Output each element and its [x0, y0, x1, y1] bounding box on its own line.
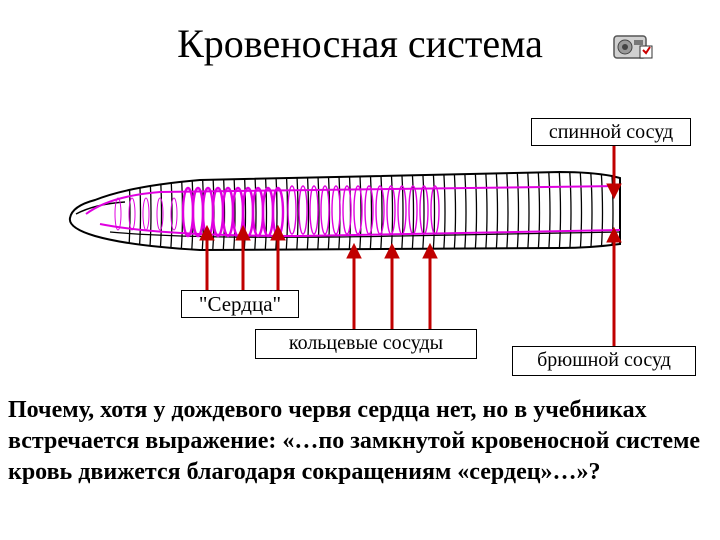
body-segment	[452, 172, 457, 250]
body-segment	[421, 172, 425, 250]
ring-vessel	[386, 185, 396, 235]
arrow-heart-2	[235, 224, 251, 292]
ring-vessel	[342, 185, 352, 235]
body-segment	[295, 172, 299, 250]
body-segment	[305, 172, 310, 250]
anterior-vessel	[128, 197, 136, 231]
body-segment	[526, 172, 530, 250]
body-segment	[127, 172, 131, 250]
body-segment	[368, 172, 373, 250]
body-segment	[589, 172, 593, 250]
worm-body	[68, 170, 621, 252]
body-segment	[442, 172, 446, 250]
ring-vessel	[397, 185, 407, 235]
body-segment	[358, 172, 362, 250]
body-segment	[484, 172, 488, 250]
ring-vessel	[331, 185, 341, 235]
label-ring-vessels: кольцевые сосуды	[255, 329, 477, 359]
body-segment	[494, 172, 499, 250]
ring-vessel	[408, 185, 418, 235]
body-segment	[263, 172, 268, 250]
body-segment	[578, 172, 583, 250]
ring-vessel	[419, 185, 429, 235]
body-segment	[463, 172, 467, 250]
ring-vessel	[375, 185, 385, 235]
body-segment	[379, 172, 383, 250]
body-segment	[400, 172, 404, 250]
arrow-ring-2	[384, 242, 400, 330]
ring-vessel	[287, 185, 297, 235]
body-segment	[505, 172, 509, 250]
body-segment	[557, 172, 562, 250]
body-segment	[316, 172, 320, 250]
ring-vessel	[298, 185, 308, 235]
worm-segments	[127, 172, 614, 250]
dorsal-vessel	[85, 185, 621, 215]
page-title: Кровеносная система	[177, 21, 543, 66]
speaker-icon[interactable]	[612, 30, 656, 62]
body-segment	[158, 172, 163, 250]
body-segment	[137, 172, 142, 250]
body-segment	[568, 172, 572, 250]
label-dorsal-vessel: спинной сосуд	[531, 118, 691, 146]
body-segment	[547, 172, 551, 250]
arrows	[199, 146, 622, 346]
body-segment	[274, 172, 278, 250]
body-segment	[473, 172, 478, 250]
label-hearts: "Сердца"	[181, 290, 299, 318]
body-segment	[253, 172, 257, 250]
ring-vessel	[430, 185, 440, 235]
ring-vessel	[364, 185, 374, 235]
anterior-vessel	[114, 197, 122, 231]
body-segment	[410, 172, 415, 250]
anterior-vessel	[142, 197, 150, 231]
arrow-heart-1	[199, 224, 215, 292]
body-segment	[389, 172, 394, 250]
ring-vessel	[320, 185, 330, 235]
body-segment	[221, 172, 226, 250]
body-segment	[148, 172, 152, 250]
arrow-ring-1	[346, 242, 362, 330]
ring-vessel	[353, 185, 363, 235]
body-segment	[536, 172, 541, 250]
body-segment	[515, 172, 520, 250]
arrow-heart-3	[270, 224, 286, 292]
body-segment	[169, 172, 173, 250]
anterior-vessel	[170, 197, 178, 231]
body-segment	[610, 172, 614, 250]
anterior-vessel	[156, 197, 164, 231]
body-segment	[599, 172, 604, 250]
body-segment	[431, 172, 436, 250]
body-segment	[232, 172, 236, 250]
ring-vessel	[309, 185, 319, 235]
arrow-ring-3	[422, 242, 438, 330]
label-ventral-vessel: брюшной сосуд	[512, 346, 696, 376]
arrow-ventral	[606, 226, 622, 346]
body-segment	[242, 172, 247, 250]
question-text: Почему, хотя у дождевого червя сердца не…	[8, 397, 701, 485]
arrow-dorsal	[606, 146, 622, 200]
